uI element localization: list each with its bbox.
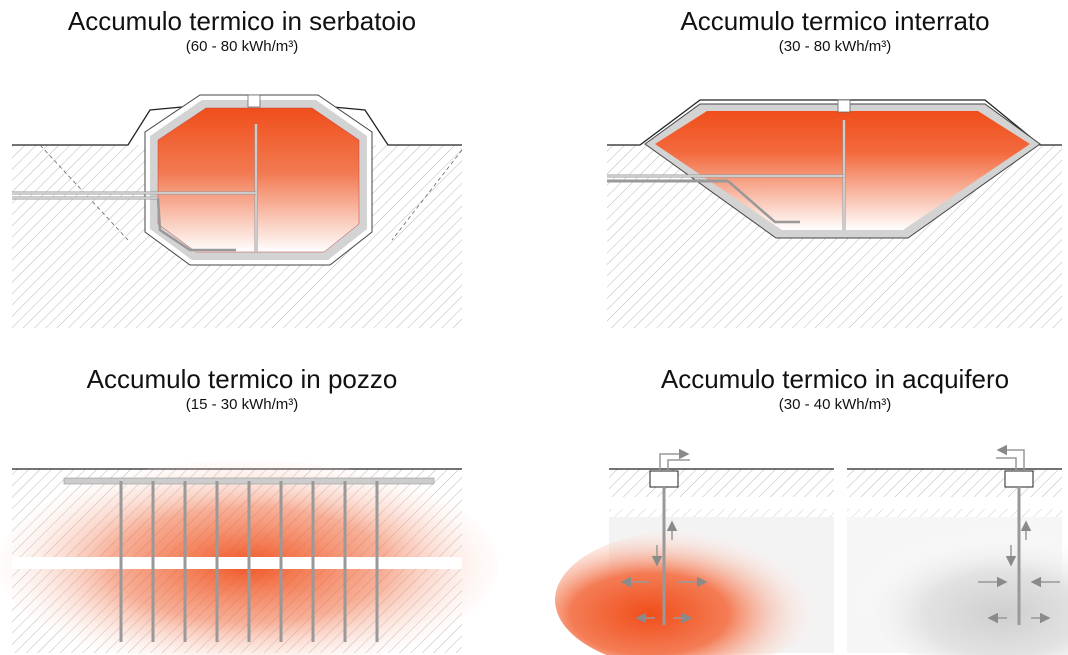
panel-title-tank: Accumulo termico in serbatoio <box>67 6 417 36</box>
panel-subtitle-tank: (60 - 80 kWh/m³) <box>185 38 299 55</box>
panel-subtitle-aquifer: (30 - 40 kWh/m³) <box>778 396 892 413</box>
panel-title-aquifer: Accumulo termico in acquifero <box>660 364 1010 394</box>
tank-vessel <box>12 94 373 266</box>
panel-title-borehole: Accumulo termico in pozzo <box>86 364 398 394</box>
panel-subtitle-pit: (30 - 80 kWh/m³) <box>778 38 892 55</box>
aquifer-cold-well <box>847 444 1068 655</box>
panel-subtitle-borehole: (15 - 30 kWh/m³) <box>185 396 299 413</box>
aquifer-hot-well <box>555 448 834 655</box>
borehole-ground <box>0 460 498 655</box>
borehole-probes <box>119 481 379 642</box>
panel-title-pit: Accumulo termico interrato <box>680 6 990 36</box>
pit-basin <box>607 99 1041 239</box>
